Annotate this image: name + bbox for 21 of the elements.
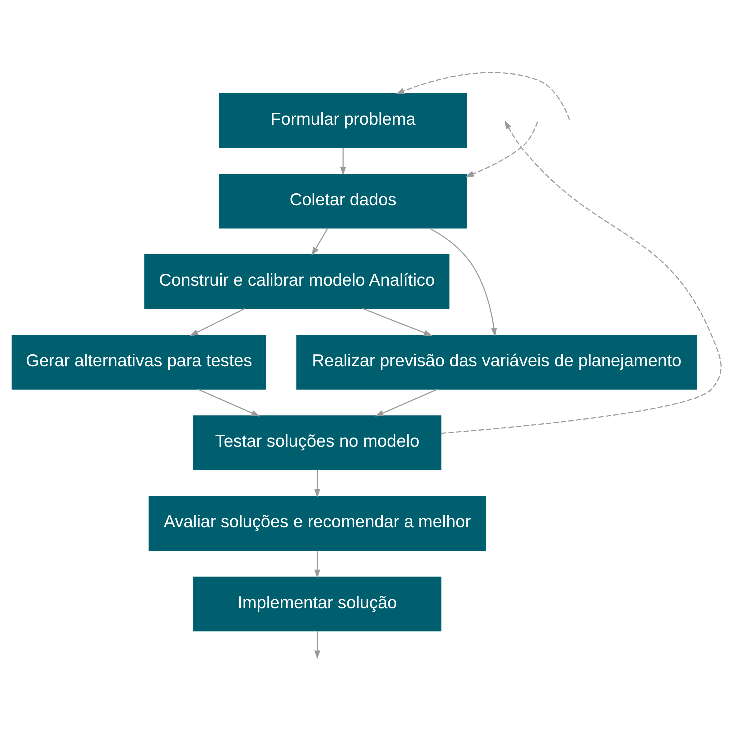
arrow bbox=[312, 228, 328, 256]
arrow bbox=[465, 121, 538, 177]
node-box: Formular problema bbox=[219, 92, 468, 148]
node-box: Avaliar soluções e recomendar a melhor bbox=[148, 496, 486, 551]
node-box: Coletar dados bbox=[219, 173, 468, 228]
arrow bbox=[314, 470, 321, 498]
node-box: Realizar previsão das variáveis de planejamento bbox=[296, 334, 698, 390]
arrow bbox=[396, 72, 570, 120]
node-box: Gerar alternativas para testes bbox=[12, 334, 266, 390]
arrow bbox=[198, 388, 260, 416]
arrow bbox=[190, 308, 246, 336]
arrow bbox=[428, 227, 498, 336]
arrow bbox=[362, 308, 433, 336]
arrow bbox=[314, 630, 321, 659]
arrow bbox=[340, 147, 346, 176]
node-box: Implementar solução bbox=[193, 576, 442, 632]
arrow bbox=[314, 550, 321, 578]
node-box: Construir e calibrar modelo Analítico bbox=[144, 254, 450, 309]
arrow bbox=[375, 388, 438, 416]
node-box: Testar soluções no modelo bbox=[193, 415, 442, 470]
arrow bbox=[441, 120, 722, 434]
